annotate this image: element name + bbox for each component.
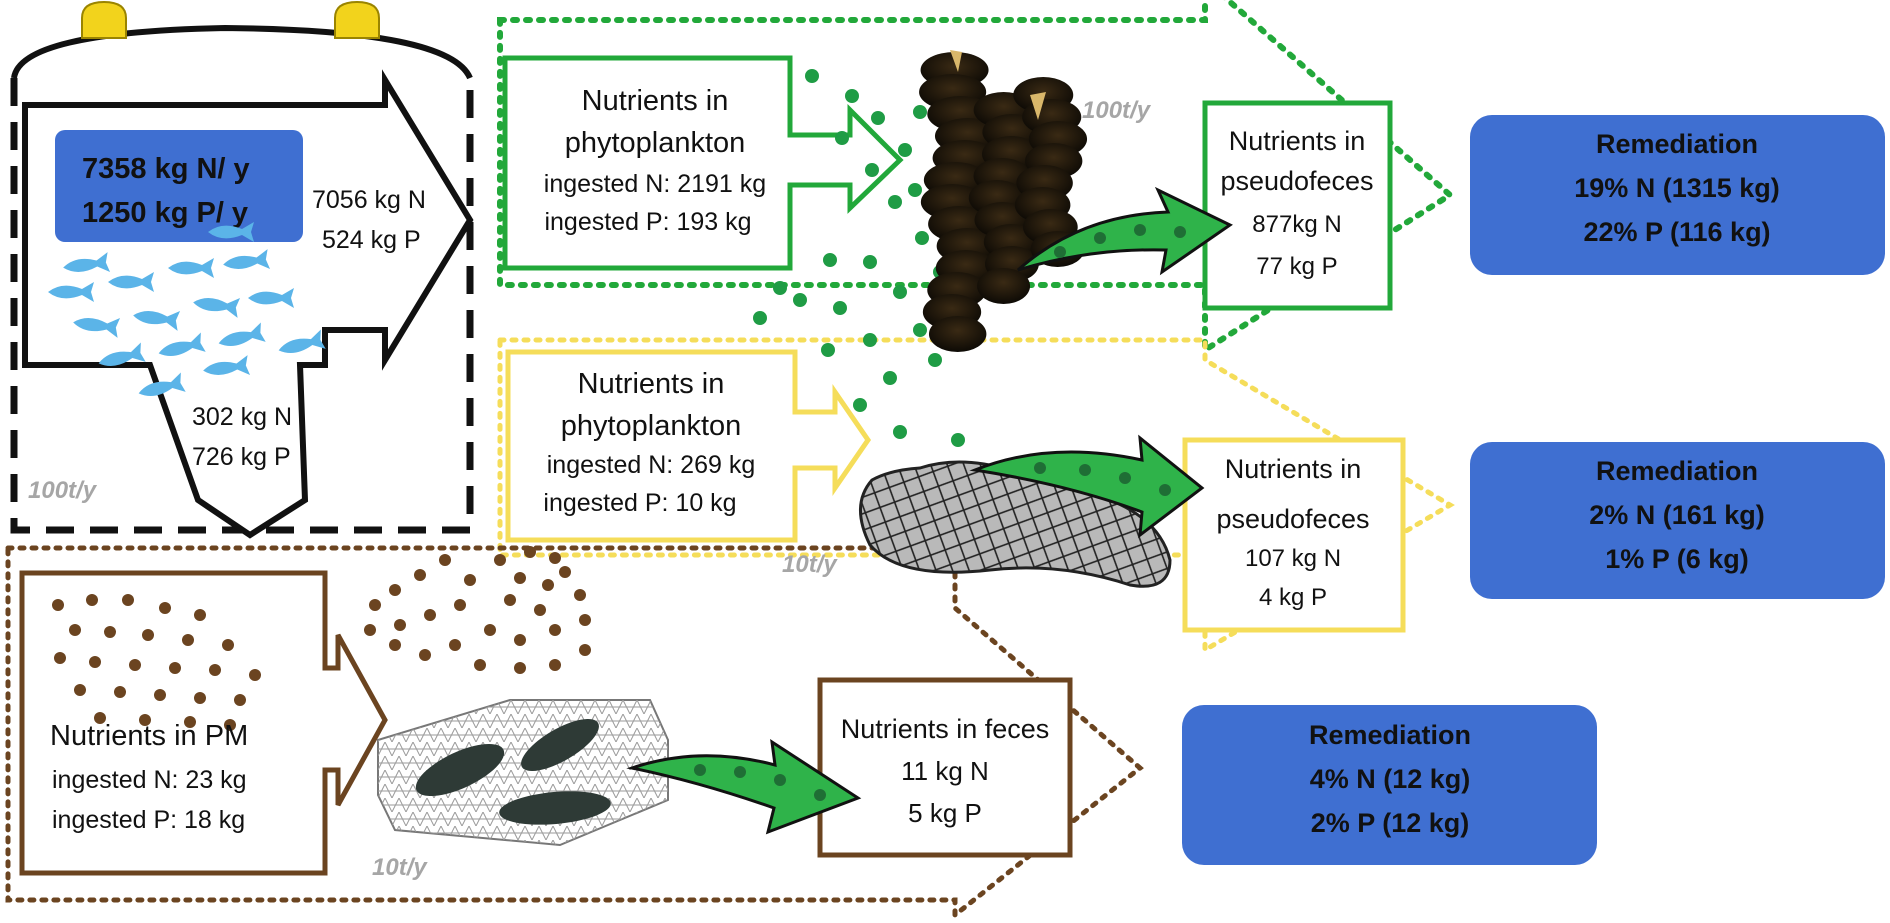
fish-farm-rate: 100t/y <box>28 477 98 504</box>
feed-input-p: 1250 kg P/ y <box>82 197 248 229</box>
sea-cucumber-intake-arrow <box>19 570 388 876</box>
sea-cucumber-output-box <box>817 677 1073 858</box>
sea-cucumber-remediation-box <box>1182 705 1597 865</box>
particulate-matter-dots <box>52 546 591 731</box>
seaweed-intake-title-1: Nutrients in <box>582 85 729 117</box>
seaweed-remediation-n: 19% N (1315 kg) <box>1574 173 1780 203</box>
seaweed-remediation-p: 22% P (116 kg) <box>1583 217 1770 247</box>
mussel-output-title-2: pseudofeces <box>1216 504 1369 534</box>
particulate-n-label: 302 kg N <box>192 403 292 431</box>
mussel-remediation-title: Remediation <box>1596 456 1758 486</box>
mussel-intake-p: ingested P: 10 kg <box>543 489 736 517</box>
seaweed-excretion-arrow <box>1017 186 1233 276</box>
dissolved-p-label: 524 kg P <box>322 226 421 254</box>
sea-cucumber-output-title: Nutrients in feces <box>841 714 1050 744</box>
seaweed-output-title-1: Nutrients in <box>1229 126 1366 156</box>
mussel-remediation-box <box>1470 442 1885 599</box>
mussel-intake-n: ingested N: 269 kg <box>547 451 755 479</box>
seaweed-intake-p: ingested P: 193 kg <box>544 208 751 236</box>
seaweed-output-box <box>1202 100 1393 311</box>
seaweed-intake-title-2: phytoplankton <box>565 127 746 159</box>
mussel-output-box <box>1182 437 1406 633</box>
sea-cucumber-intake-p: ingested P: 18 kg <box>52 806 245 834</box>
feed-input-box <box>55 130 303 242</box>
excretion-dots <box>694 224 1186 801</box>
seaweed-output-n: 877kg N <box>1252 211 1341 238</box>
cage-top-arc <box>11 24 473 80</box>
sea-cucumber-remediation-title: Remediation <box>1309 720 1471 750</box>
sea-cucumber-remediation-n: 4% N (12 kg) <box>1310 764 1471 794</box>
mussel-excretion-arrow <box>969 434 1205 539</box>
mussel-remediation-p: 1% P (6 kg) <box>1605 544 1749 574</box>
sea-cucumber-intake-title: Nutrients in PM <box>50 720 248 752</box>
feeder-icon <box>81 0 380 39</box>
mussel-intake-title-2: phytoplankton <box>561 410 742 442</box>
mussel-output-p: 4 kg P <box>1259 584 1327 611</box>
mussel-output-n: 107 kg N <box>1245 545 1341 572</box>
fish-school-icon <box>48 222 326 396</box>
mussel-rate: 10t/y <box>782 551 838 578</box>
mussel-intake-title-1: Nutrients in <box>578 368 725 400</box>
sea-cucumber-remediation-p: 2% P (12 kg) <box>1311 808 1470 838</box>
sea-cucumber-output-n: 11 kg N <box>901 756 989 786</box>
particulate-p-label: 726 kg P <box>192 443 291 471</box>
mussel-output-title-1: Nutrients in <box>1225 454 1362 484</box>
sea-cucumber-excretion-arrow <box>626 738 862 835</box>
seaweed-intake-arrow <box>502 55 904 271</box>
seaweed-intake-n: ingested N: 2191 kg <box>544 170 766 198</box>
sea-cucumber-output-p: 5 kg P <box>908 798 982 828</box>
mussel-remediation-n: 2% N (161 kg) <box>1589 500 1765 530</box>
dissolved-n-label: 7056 kg N <box>312 186 426 214</box>
sea-cucumber-intake-n: ingested N: 23 kg <box>52 766 247 794</box>
feed-input-n: 7358 kg N/ y <box>82 153 250 185</box>
sea-cucumber-rate: 10t/y <box>372 854 428 881</box>
seaweed-remediation-title: Remediation <box>1596 129 1758 159</box>
seaweed-icon <box>919 50 1088 352</box>
seaweed-rate: 100t/y <box>1082 97 1152 124</box>
mussel-intake-arrow <box>505 349 872 543</box>
seaweed-output-p: 77 kg P <box>1256 253 1337 280</box>
sea-cucumber-icon <box>377 699 669 847</box>
seaweed-remediation-box <box>1470 115 1885 275</box>
seaweed-output-title-2: pseudofeces <box>1220 166 1373 196</box>
